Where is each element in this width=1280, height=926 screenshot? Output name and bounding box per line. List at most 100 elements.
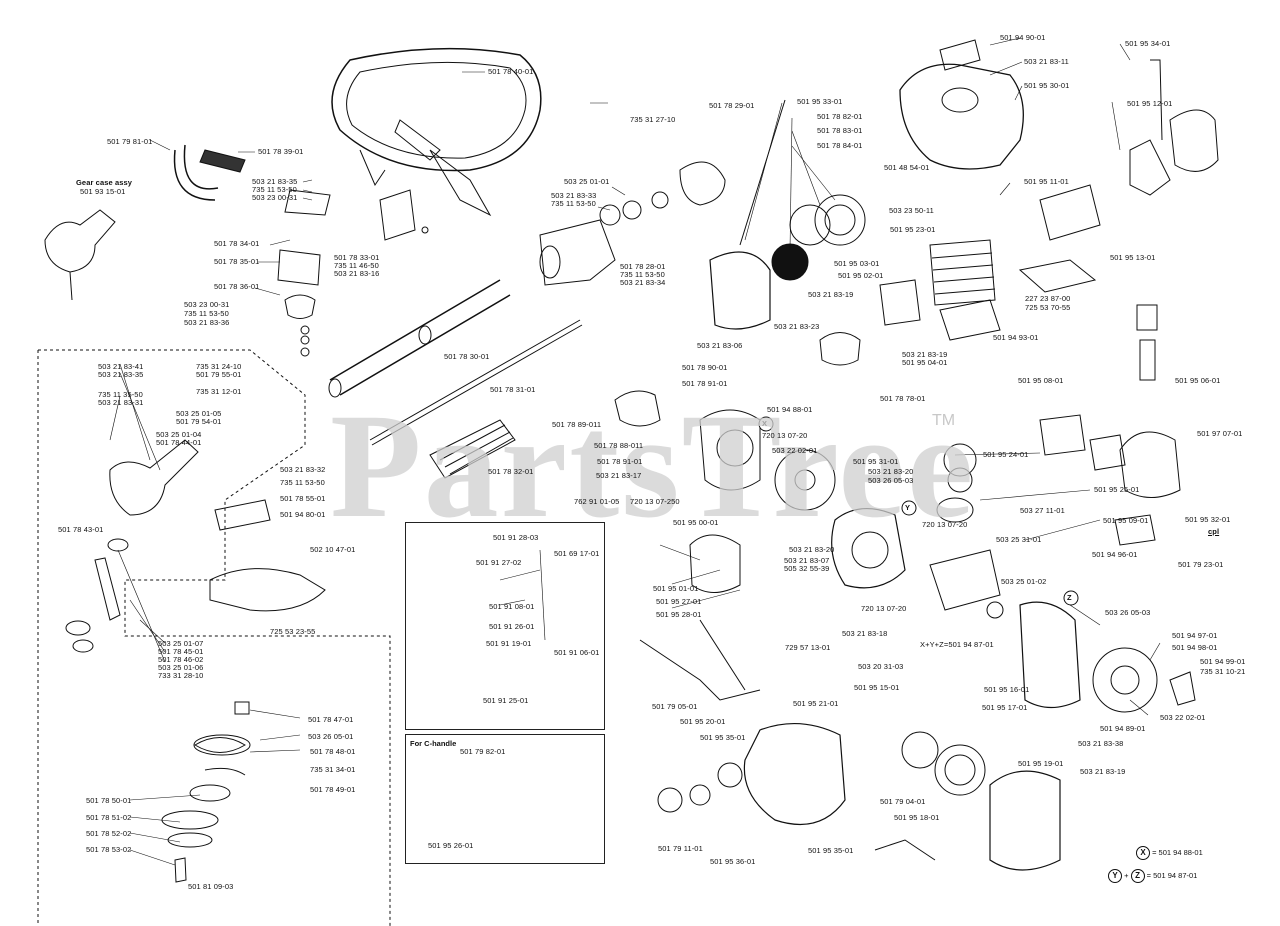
part-number-label: 735 11 53-50 (620, 270, 665, 279)
part-number-label: 501 94 99-01 (1200, 657, 1246, 666)
part-number-label: 501 91 28-03 (493, 533, 539, 542)
gear-head-upper (44, 209, 116, 301)
gear-head-lower (65, 439, 199, 653)
part-number-label: 502 10 47-01 (310, 545, 356, 554)
part-number-label: 725 53 70-55 (1025, 303, 1071, 312)
air-filter (1018, 59, 1219, 293)
part-number-label: 501 95 27-01 (656, 597, 702, 606)
part-number-label: 501 95 32-01 (1185, 515, 1231, 524)
part-number-label: 501 95 03-01 (834, 259, 880, 268)
part-number-label: 501 78 83-01 (817, 126, 863, 135)
legend-yz: Y + Z = 501 94 87-01 (1108, 869, 1197, 883)
trademark: TM (932, 412, 956, 429)
crankshaft (929, 549, 1004, 619)
part-number-label: 501 78 35-01 (214, 257, 260, 266)
part-number-label: 503 21 83-19 (1080, 767, 1126, 776)
part-number-label: 503 21 83-23 (774, 322, 820, 331)
handle-bar (173, 144, 331, 357)
part-number-label: 501 95 25-01 (1094, 485, 1140, 494)
part-number-label: 501 79 23-01 (1178, 560, 1224, 569)
part-number-label: 503 21 83-38 (1078, 739, 1124, 748)
part-number-label: 501 48 54-01 (884, 163, 930, 172)
part-number-label: 501 78 34-01 (214, 239, 260, 248)
part-number-label: 501 91 25-01 (483, 696, 529, 705)
part-number-label: 501 91 26-01 (489, 622, 535, 631)
part-number-label: 501 78 29-01 (709, 101, 755, 110)
part-number-label: 503 26 05-03 (1105, 608, 1151, 617)
part-number-label: 501 78 46-02 (158, 655, 204, 664)
watermark: PartsTree (330, 383, 976, 549)
part-number-label: 735 31 27-10 (630, 115, 676, 124)
leader-lines (109, 37, 1161, 866)
part-number-label: 501 95 35-01 (808, 846, 854, 855)
part-number-label: 501 95 09-01 (1103, 516, 1149, 525)
legend-plus: + (1124, 871, 1129, 880)
part-number-label: 501 95 12-01 (1127, 99, 1173, 108)
part-number-label: 501 69 17-01 (554, 549, 600, 558)
part-number-label: 501 95 19-01 (1018, 759, 1064, 768)
part-number-label: 503 25 01-04 (156, 430, 202, 439)
part-number-label: 501 78 82-01 (817, 112, 863, 121)
blade-stack (161, 701, 251, 883)
part-number-label: 501 95 18-01 (894, 813, 940, 822)
part-number-label: 501 78 45-01 (158, 647, 204, 656)
part-number-label: 501 79 55-01 (196, 370, 242, 379)
part-number-label: 503 25 01-06 (158, 663, 204, 672)
cpl-title: cpl (1208, 527, 1220, 536)
part-number-label: 725 53 23-55 (270, 627, 316, 636)
part-number-label: 501 95 30-01 (1024, 81, 1070, 90)
part-number-label: 503 22 02-01 (772, 446, 818, 455)
part-number-label: 501 81 09-03 (188, 882, 234, 891)
gear-case-title: Gear case assy (76, 178, 133, 187)
part-number-label: 501 78 39-01 (258, 147, 304, 156)
part-number-label: 503 27 11-01 (1020, 506, 1065, 515)
part-number-label: 501 78 47-01 (308, 715, 354, 724)
part-number-label: 503 23 50-11 (889, 206, 934, 215)
part-number-label: 501 78 55-01 (280, 494, 326, 503)
part-number-label: 503 21 83-18 (842, 629, 888, 638)
part-number-label: 501 95 16-01 (984, 685, 1030, 694)
part-number-label: 501 94 88-01 (767, 405, 813, 414)
fuel-tank (657, 723, 846, 826)
part-number-label: 501 95 28-01 (656, 610, 702, 619)
part-number-label: 501 78 88-011 (594, 441, 644, 450)
part-number-label: 503 21 83-20 (789, 545, 835, 554)
part-number-label: 735 31 34-01 (310, 765, 356, 774)
part-number-label: 501 78 91-01 (682, 379, 728, 388)
part-number-label: 501 95 34-01 (1125, 39, 1171, 48)
callout-x: X (762, 419, 768, 428)
part-number-label: 501 78 44-01 (156, 438, 202, 447)
part-number-label: 501 94 93-01 (993, 333, 1039, 342)
part-number-label: 735 11 46-50 (334, 261, 379, 270)
part-number-label: 501 78 36-01 (214, 282, 260, 291)
part-number-label: 503 25 01-05 (176, 409, 222, 418)
part-number-label: 735 11 53-50 (252, 185, 297, 194)
part-number-label: 501 79 82-01 (460, 747, 506, 756)
part-number-label: 503 21 83-35 (252, 177, 298, 186)
part-number-label: 501 94 96-01 (1092, 550, 1138, 559)
part-number-label: 735 31 10-21 (1200, 667, 1246, 676)
part-number-label: 501 78 52-02 (86, 829, 132, 838)
part-number-label: 501 94 98-01 (1172, 643, 1218, 652)
part-number-label: 501 91 27-02 (476, 558, 522, 567)
part-number-label: 503 21 83-34 (620, 278, 666, 287)
part-number-label: 501 79 05-01 (652, 702, 698, 711)
part-number-label: 501 97 07-01 (1197, 429, 1243, 438)
flywheel (774, 449, 836, 511)
part-number-label: 503 21 83-36 (184, 318, 230, 327)
part-number-label: 503 21 83-11 (1024, 57, 1069, 66)
part-number-label: 503 26 05-01 (308, 732, 354, 741)
part-number-label: 501 95 26-01 (428, 841, 474, 850)
part-number-label: 720 13 07-250 (630, 497, 680, 506)
part-number-label: 505 32 55-39 (784, 564, 830, 573)
ignition-module (614, 390, 761, 593)
carburetor (819, 279, 921, 366)
fuel-hose (639, 619, 761, 701)
part-number-label: 729 57 13-01 (785, 643, 831, 652)
part-number-label: 503 21 83-20 (868, 467, 914, 476)
part-number-label: 501 95 01-01 (653, 584, 699, 593)
shaft-clamp (379, 189, 429, 241)
part-number-label: 501 79 04-01 (880, 797, 926, 806)
part-number-label: 501 79 11-01 (658, 844, 703, 853)
part-number-label: 501 78 53-02 (86, 845, 132, 854)
